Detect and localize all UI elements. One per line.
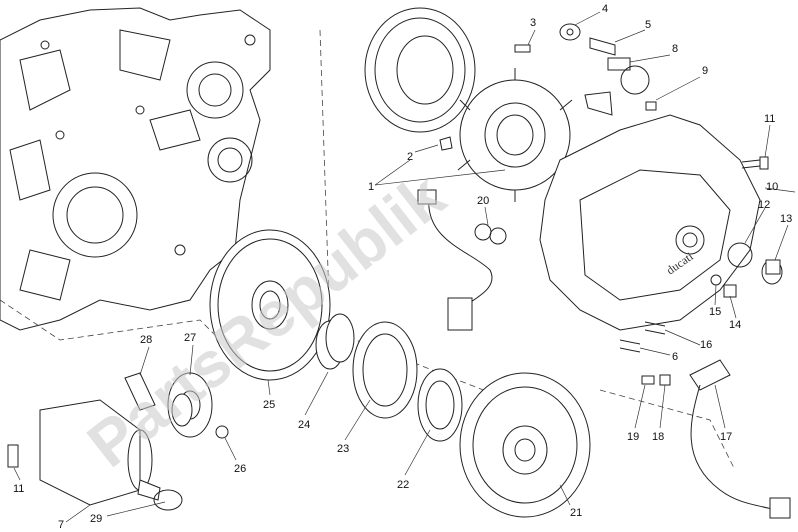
callout-15: 15 [709,306,721,318]
plugs-drawing [474,223,783,298]
starter-gear-drawing [209,229,331,381]
callout-22: 22 [397,479,409,491]
bushing-drawing [315,313,355,370]
ring-drawing [352,321,418,419]
crankcase-drawing [0,7,271,331]
callout-10: 10 [766,181,778,193]
idler-gear-drawing [124,372,229,439]
callout-labels: 1 2 3 4 5 6 7 8 9 10 11 11 12 13 14 15 1… [13,3,792,531]
callout-27: 27 [184,332,196,344]
callout-1: 1 [368,181,374,193]
callout-6: 6 [672,351,678,363]
callout-12: 12 [758,199,770,211]
callout-18: 18 [652,431,664,443]
watermark-text: PartsRepublik [74,159,458,481]
callout-24: 24 [298,419,310,431]
callout-29: 29 [90,513,102,525]
small-parts-top [514,23,657,116]
callout-21: 21 [570,507,582,519]
sensor-drawing [641,359,791,519]
flywheel-drawing [459,372,591,518]
callout-19: 19 [627,431,639,443]
callout-25: 25 [263,399,275,411]
rotor-drawing [364,7,476,133]
callout-4: 4 [602,3,608,15]
callout-11-right: 11 [764,113,775,125]
callout-9: 9 [702,65,708,77]
callout-2: 2 [407,151,413,163]
callout-5: 5 [645,19,651,31]
starter-motor-drawing [7,399,183,511]
callout-14: 14 [729,319,741,331]
leader-lines [13,11,796,523]
callout-20: 20 [477,195,489,207]
bolts-drawing [439,136,769,353]
stator-drawing [417,68,573,331]
callout-13: 13 [780,213,792,225]
callout-7: 7 [58,519,64,531]
callout-26: 26 [234,463,246,475]
callout-16: 16 [700,339,712,351]
callout-3: 3 [530,17,536,29]
callout-17: 17 [720,431,732,443]
sprag-drawing [417,368,463,442]
callout-11-left: 11 [13,483,24,495]
callout-23: 23 [337,443,349,455]
cover-drawing: ducati [539,114,761,331]
callout-28: 28 [140,334,152,346]
callout-8: 8 [672,43,678,55]
